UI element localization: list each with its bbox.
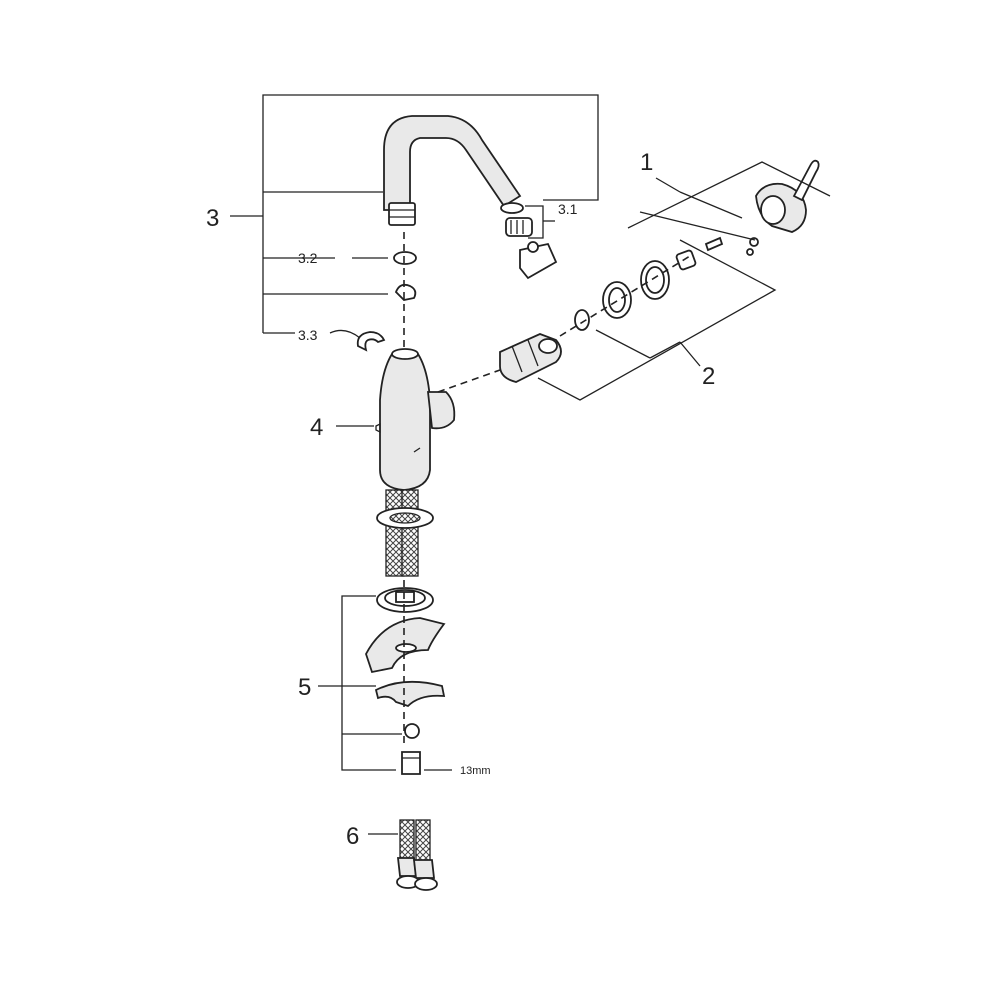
label-part-1: 1 xyxy=(640,149,653,176)
label-part-2: 2 xyxy=(702,363,715,390)
label-part-3-1: 3.1 xyxy=(558,201,578,217)
label-part-3: 3 xyxy=(206,205,219,232)
callout-lines-3 xyxy=(230,94,599,339)
label-wrench-size: 13mm xyxy=(460,765,491,777)
aerator-parts xyxy=(500,202,558,280)
mounting-parts xyxy=(365,580,446,775)
o-ring xyxy=(393,251,417,265)
mixer-body xyxy=(336,348,456,491)
callout-lines-5 xyxy=(318,595,452,771)
spout-clip xyxy=(356,331,386,352)
label-part-6: 6 xyxy=(346,823,359,850)
hoses-top xyxy=(376,489,434,577)
label-part-3-3: 3.3 xyxy=(298,327,318,343)
retaining-clip xyxy=(394,283,417,301)
cartridge xyxy=(499,249,697,383)
label-part-4: 4 xyxy=(310,414,323,441)
label-part-5: 5 xyxy=(298,674,311,701)
label-part-3-2: 3.2 xyxy=(298,250,318,266)
lever-handle xyxy=(704,159,820,256)
spout xyxy=(383,115,522,226)
flexible-hoses xyxy=(368,819,438,891)
callout-lines-1 xyxy=(627,161,831,241)
callout-lines-2 xyxy=(537,239,777,401)
